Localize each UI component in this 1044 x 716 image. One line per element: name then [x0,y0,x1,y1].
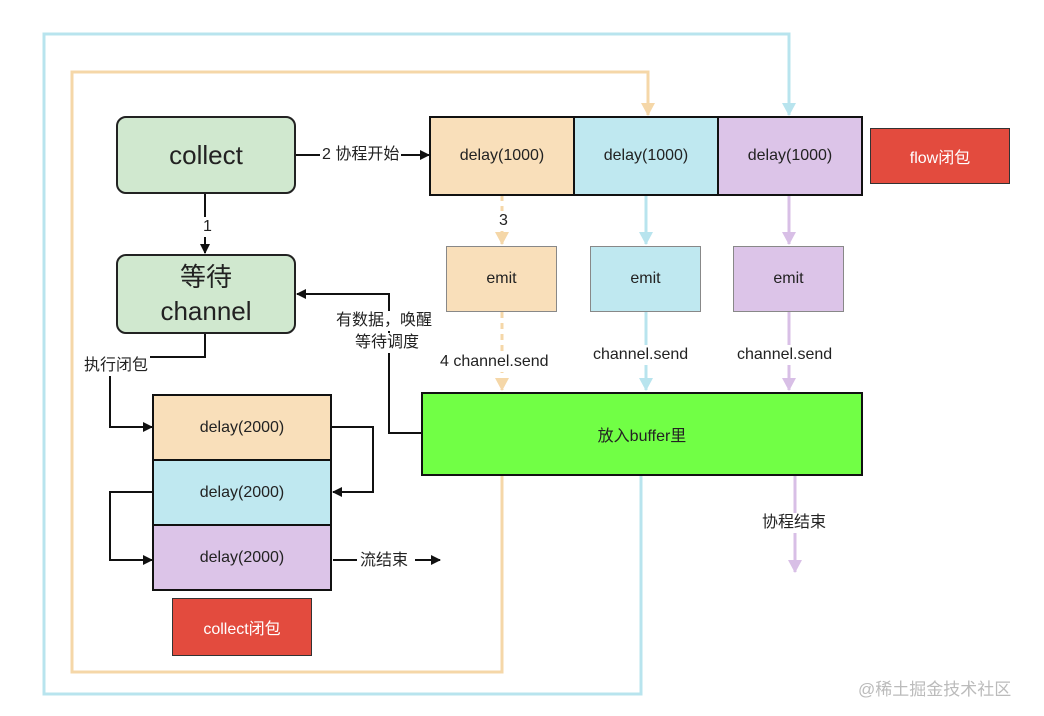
edge-label-send-purple: channel.send [735,345,835,365]
collect-delay-3: delay(2000) [152,524,332,591]
edge-label-step2: 2 协程开始 [320,145,402,165]
emit-blue: emit [590,246,701,312]
cyan-loop-line [42,32,796,696]
arrow-delay1-to-delay2 [331,426,374,497]
collect-delay-1: delay(2000) [152,394,332,461]
flow-closure-tag: flow闭包 [870,128,1010,184]
collect-node-label: collect [169,139,243,170]
flow-delay-3-label: delay(1000) [747,147,833,164]
buffer-node: 放入buffer里 [421,392,863,476]
edge-label-send-blue: channel.send [591,345,691,365]
flow-delay-2-label: delay(1000) [603,147,689,164]
collect-delay-2: delay(2000) [152,459,332,526]
orange-loop-line [70,70,655,674]
edge-label-step3: 3 [497,211,510,231]
flow-delay-1: delay(1000) [429,116,575,196]
edge-label-wake-line2: 等待调度 [353,333,422,353]
emit-blue-label: emit [630,270,661,287]
flow-closure-label: flow闭包 [909,150,971,167]
wait-node-line2: channel [160,296,252,326]
collect-delay-1-label: delay(2000) [199,418,285,436]
emit-purple: emit [733,246,844,312]
emit-orange-label: emit [486,270,517,287]
edge-label-step1: 1 [201,217,214,237]
collect-delay-3-label: delay(2000) [199,548,285,566]
arrow-delay2-to-delay3 [109,491,153,565]
edge-label-step4: 4 channel.send [438,352,551,372]
emit-purple-label: emit [773,270,804,287]
edge-label-flow-end: 流结束 [358,551,411,571]
collect-node: collect [116,116,296,194]
wait-node-line1: 等待 [179,262,232,292]
flow-delay-1-label: delay(1000) [459,147,545,164]
edge-label-wake-line1: 有数据，唤醒 [334,311,435,331]
collect-delay-2-label: delay(2000) [199,483,285,501]
edge-label-exec-closure: 执行闭包 [82,356,151,376]
flow-delay-2: delay(1000) [573,116,719,196]
arrow-wake [296,289,421,434]
emit-orange: emit [446,246,557,312]
wait-channel-node: 等待 channel [116,254,296,334]
flow-delay-3: delay(1000) [717,116,863,196]
collect-closure-label: collect闭包 [203,621,281,638]
watermark: @稀土掘金技术社区 [858,680,1012,699]
collect-closure-tag: collect闭包 [172,598,312,656]
edge-label-coroutine-end: 协程结束 [760,513,829,533]
buffer-label: 放入buffer里 [597,428,687,445]
